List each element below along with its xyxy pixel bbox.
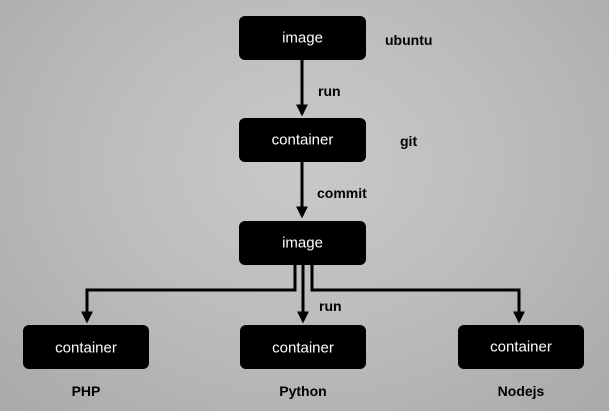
edge-run-top-label: run: [318, 83, 341, 99]
node-container-center-box: [240, 325, 366, 369]
node-image-mid-box: [239, 221, 366, 265]
caption-php: PHP: [72, 383, 101, 399]
annotation-ubuntu: ubuntu: [385, 32, 432, 48]
edge-commit-label: commit: [317, 185, 367, 201]
node-container-right-box: [458, 325, 584, 369]
edge-to-nodejs: [310, 265, 525, 324]
edge-run-bottom-label: run: [319, 298, 342, 314]
node-image-top-box: [239, 16, 366, 60]
node-container-mid: container: [239, 118, 366, 162]
node-image-top: image: [239, 16, 366, 60]
edge-to-php: [81, 265, 297, 324]
node-container-left-label: container: [55, 340, 117, 357]
node-container-center: container: [240, 325, 366, 369]
node-container-left: container: [23, 325, 149, 369]
node-image-mid-label: image: [282, 235, 323, 252]
node-container-center-label: container: [272, 340, 334, 357]
node-container-mid-label: container: [272, 132, 334, 149]
caption-python: Python: [279, 383, 326, 399]
node-container-mid-box: [239, 118, 366, 162]
node-image-mid: image: [239, 221, 366, 265]
annotation-git: git: [400, 133, 417, 149]
node-image-top-label: image: [282, 30, 323, 47]
caption-nodejs: Nodejs: [498, 383, 545, 399]
node-container-left-box: [23, 325, 149, 369]
node-container-right: container: [458, 325, 584, 369]
node-container-right-label: container: [490, 339, 552, 356]
